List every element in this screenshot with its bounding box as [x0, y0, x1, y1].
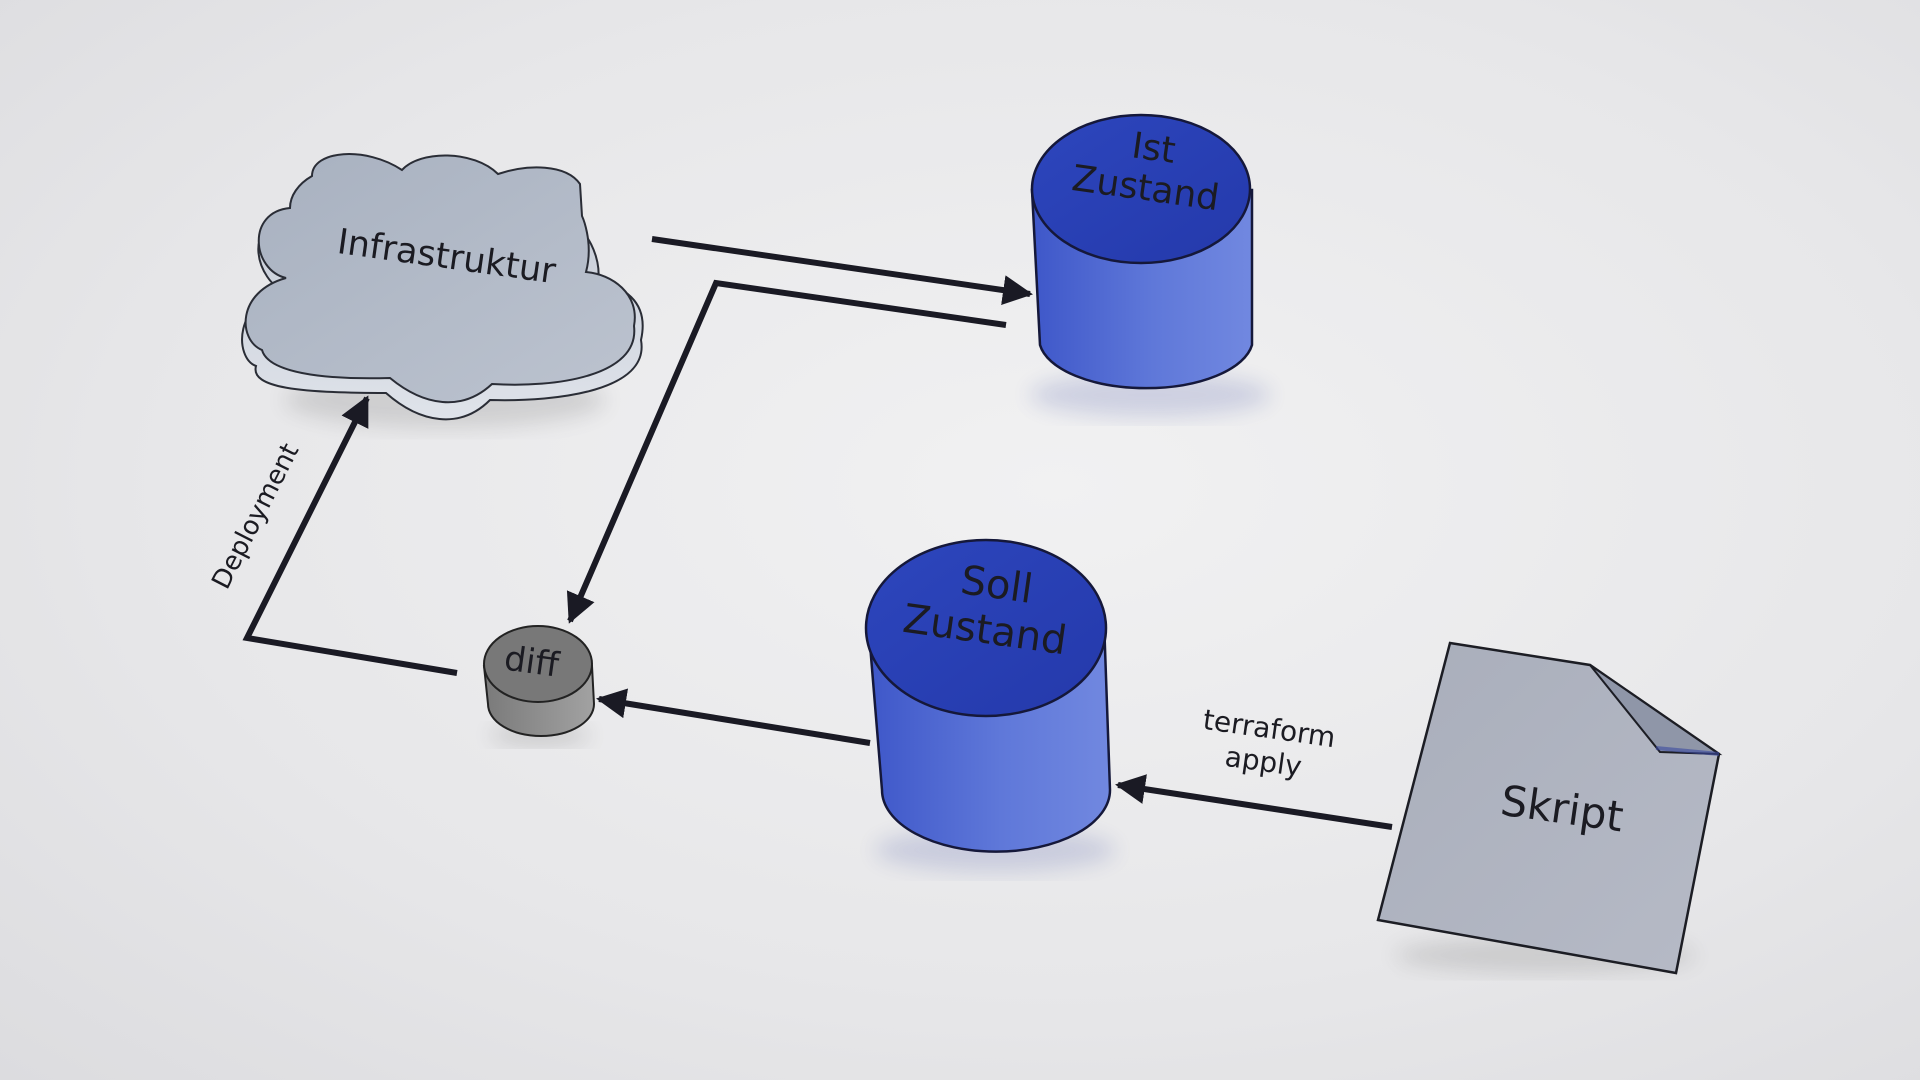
deployment-edge-label: Deployment	[206, 439, 305, 594]
diff-node[interactable]: diff	[482, 625, 596, 737]
ist-state-label-line1: Ist	[1129, 125, 1178, 172]
ist-cylinder-top	[1030, 113, 1252, 265]
edge-diff-to-infrastructure	[242, 395, 458, 676]
ist-state-cylinder[interactable]: Ist Zustand	[1030, 113, 1254, 390]
cloud-top	[244, 153, 636, 404]
infrastructure-cloud[interactable]: Infrastruktur	[241, 153, 644, 421]
edge-ist-to-diff	[566, 279, 1007, 624]
diff-label: diff	[502, 639, 563, 686]
diff-cylinder-top	[483, 625, 593, 703]
edges	[242, 236, 1393, 830]
script-document[interactable]: Skript	[1376, 641, 1723, 975]
script-fold-edge	[1655, 746, 1720, 756]
soll-state-label-line1: Soll	[958, 557, 1036, 613]
soll-state-cylinder[interactable]: Soll Zustand	[864, 538, 1112, 853]
edge-script-to-soll	[1115, 774, 1393, 830]
script-paper	[1376, 641, 1721, 975]
soll-cylinder-top	[864, 538, 1108, 718]
edge-soll-to-diff	[596, 688, 871, 746]
edge-infrastructure-to-ist	[651, 236, 1033, 305]
